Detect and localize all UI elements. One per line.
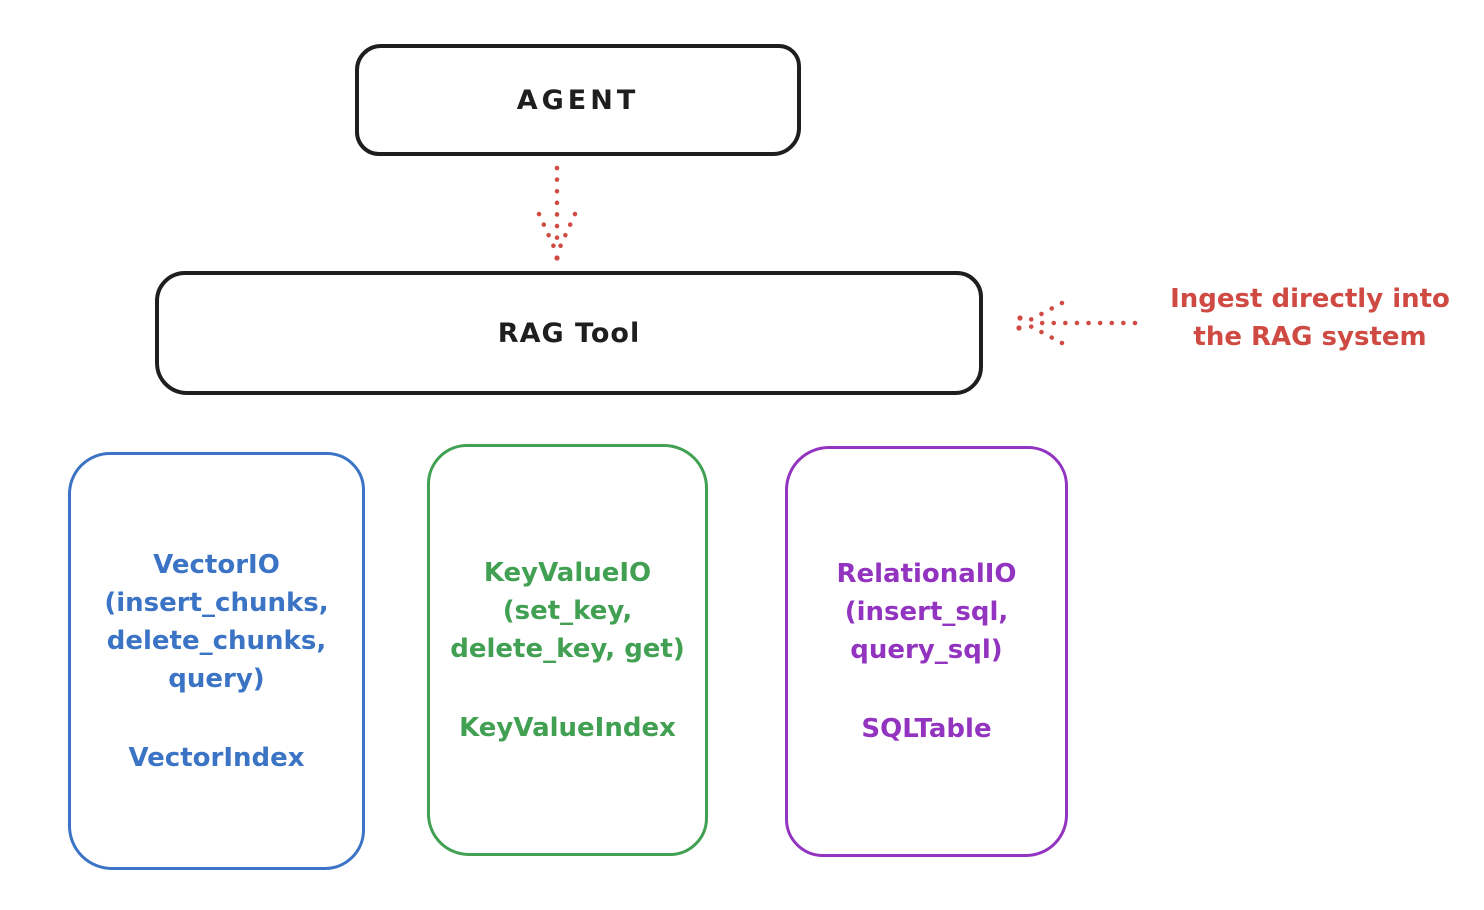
relational-io-methods-line2: query_sql) [850, 635, 1003, 665]
rag-tool-label: RAG Tool [497, 317, 641, 349]
keyvalue-io-title: KeyValueIO [483, 557, 652, 588]
vector-io-title: VectorIO [153, 549, 280, 580]
sql-table-label: SQLTable [861, 714, 992, 744]
ingest-annotation: Ingest directly into the RAG system [1140, 280, 1480, 356]
relational-io-box: RelationalIO (insert_sql, query_sql) SQL… [785, 446, 1068, 857]
keyvalue-io-box: KeyValueIO (set_key, delete_key, get) Ke… [427, 444, 708, 856]
keyvalue-io-methods-line1: (set_key, [502, 595, 633, 626]
vector-io-methods-line3: query) [168, 663, 265, 694]
agent-label: AGENT [516, 84, 640, 116]
keyvalue-index-label: KeyValueIndex [459, 712, 676, 743]
vector-io-methods-line1: (insert_chunks, [104, 587, 329, 618]
agent-to-rag-arrow [536, 165, 578, 261]
relational-io-methods-line1: (insert_sql, [844, 597, 1009, 627]
keyvalue-io-methods-line2: delete_key, get) [450, 633, 685, 664]
vector-io-box: VectorIO (insert_chunks, delete_chunks, … [68, 452, 365, 870]
ingest-annotation-line1: Ingest directly into [1170, 284, 1450, 314]
ingest-annotation-line2: the RAG system [1193, 322, 1427, 352]
agent-box: AGENT [355, 44, 801, 156]
ingest-arrow [1016, 300, 1138, 346]
vector-io-methods-line2: delete_chunks, [106, 625, 327, 656]
rag-tool-box: RAG Tool [155, 271, 983, 395]
relational-io-title: RelationalIO [836, 559, 1017, 589]
vector-index-label: VectorIndex [128, 742, 305, 773]
